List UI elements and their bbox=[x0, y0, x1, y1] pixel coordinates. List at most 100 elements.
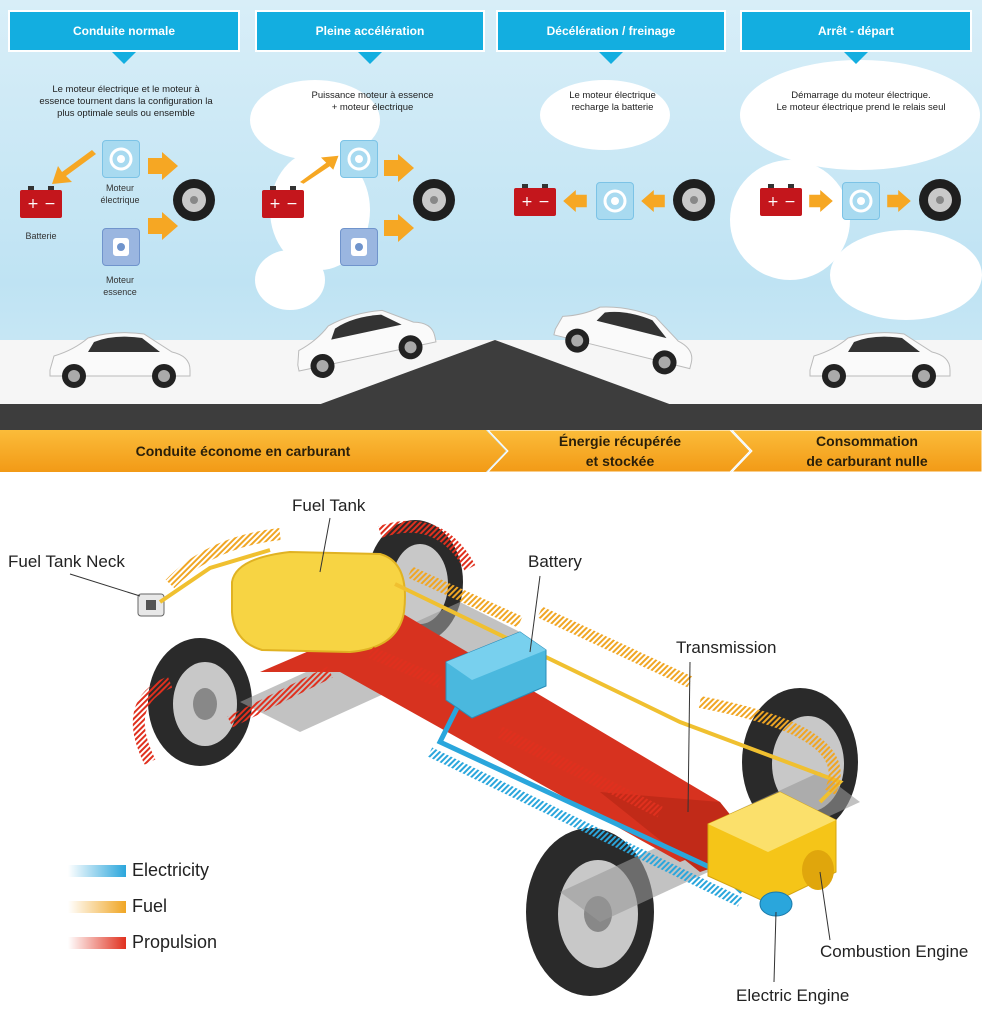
fuel-flow-arrow bbox=[165, 528, 281, 589]
banner-line: de carburant nulle bbox=[806, 453, 928, 469]
callout-fuel-tank-neck: Fuel Tank Neck bbox=[8, 552, 125, 571]
wheel-rear-left bbox=[148, 638, 252, 766]
road-asphalt bbox=[0, 404, 982, 430]
battery-icon: + − bbox=[760, 184, 802, 216]
label-line: électrique bbox=[100, 195, 140, 205]
arrow-icon bbox=[148, 212, 178, 240]
banner-line: Conduite économe en carburant bbox=[135, 443, 351, 459]
car-icon bbox=[553, 306, 693, 375]
fuel-flow-arrow bbox=[537, 606, 693, 688]
callout-combustion-engine: Combustion Engine bbox=[820, 942, 969, 961]
propulsion-flow-arrow bbox=[132, 676, 173, 765]
callout-battery: Battery bbox=[528, 552, 582, 571]
arrow-icon bbox=[384, 214, 414, 242]
fuel-tank bbox=[231, 550, 406, 654]
banner-3: Consommation de carburant nulle bbox=[752, 430, 982, 472]
propulsion-flow-arrow bbox=[497, 726, 663, 818]
electric-motor-icon bbox=[842, 182, 880, 220]
battery-icon: + − bbox=[514, 184, 556, 216]
desc-line: plus optimale seuls ou ensemble bbox=[57, 108, 195, 119]
svg-text:−: − bbox=[784, 194, 796, 210]
leader-line bbox=[773, 911, 777, 983]
svg-text:−: − bbox=[44, 196, 56, 212]
leader-line bbox=[69, 573, 141, 597]
fuel-line bbox=[158, 548, 271, 604]
leader-line bbox=[819, 871, 831, 941]
phase-desc-2: Puissance moteur à essence + moteur élec… bbox=[280, 90, 465, 114]
leader-line bbox=[687, 661, 691, 813]
cloud bbox=[730, 160, 850, 280]
legend-swatch-fuel bbox=[68, 900, 126, 913]
desc-line: Le moteur électrique bbox=[569, 90, 656, 101]
svg-text:−: − bbox=[286, 196, 298, 212]
callout-transmission: Transmission bbox=[676, 638, 777, 657]
legend-swatch-propulsion bbox=[68, 936, 126, 949]
cloud bbox=[540, 80, 670, 150]
arrow-icon bbox=[641, 190, 665, 212]
phase-desc-1: Le moteur électrique et le moteur à esse… bbox=[20, 84, 232, 120]
svg-text:−: − bbox=[538, 194, 550, 210]
phase-header-2: Pleine accélération bbox=[255, 10, 485, 64]
banner-arrows bbox=[0, 430, 982, 472]
arrow-icon bbox=[148, 152, 178, 180]
arrow-icon bbox=[300, 155, 339, 184]
legend-swatch-electricity bbox=[68, 864, 126, 877]
car-icon bbox=[49, 332, 191, 388]
wheel-icon bbox=[673, 179, 715, 221]
callout-fuel-tank: Fuel Tank bbox=[292, 496, 366, 515]
phase-header-4: Arrêt - départ bbox=[740, 10, 972, 64]
battery-icon: + − bbox=[262, 186, 304, 218]
electricity-flow-arrow bbox=[427, 747, 743, 907]
legend-electricity: Electricity bbox=[68, 860, 209, 881]
fuel-tank-neck-cap bbox=[146, 600, 156, 610]
callout-electric-engine: Electric Engine bbox=[736, 986, 850, 1005]
car-icon bbox=[809, 332, 951, 388]
banner-1: Conduite économe en carburant bbox=[0, 430, 486, 472]
svg-text:+: + bbox=[27, 196, 39, 212]
fuel-flow-arrow bbox=[407, 566, 523, 628]
legend-label: Fuel bbox=[132, 896, 168, 916]
banner-line: et stockée bbox=[585, 453, 655, 469]
phase-desc-4: Démarrage du moteur électrique. Le moteu… bbox=[750, 90, 972, 114]
battery-icon: + − bbox=[20, 186, 62, 218]
wheel-icon bbox=[413, 179, 455, 221]
propulsion-flow-arrow bbox=[378, 520, 476, 571]
legend-fuel: Fuel bbox=[68, 896, 167, 917]
legend-label: Electricity bbox=[132, 860, 210, 880]
label-batterie: Batterie bbox=[25, 231, 57, 241]
desc-line: essence tournent dans la configuration l… bbox=[39, 96, 213, 107]
label-moteur-essence: Moteur essence bbox=[92, 274, 148, 298]
electric-motor-icon bbox=[596, 182, 634, 220]
electric-motor-icon bbox=[340, 140, 378, 178]
propulsion-flow-arrow bbox=[227, 666, 333, 728]
label-moteur-electrique: Moteur électrique bbox=[92, 182, 148, 206]
desc-line: Le moteur électrique et le moteur à bbox=[52, 84, 200, 95]
legend-propulsion: Propulsion bbox=[68, 932, 217, 953]
car-icon bbox=[297, 309, 437, 378]
arrow-icon bbox=[384, 154, 414, 182]
arrow-icon bbox=[52, 150, 96, 184]
wheel-icon bbox=[919, 179, 961, 221]
banner-line: Consommation bbox=[816, 433, 918, 449]
electric-motor-icon bbox=[102, 140, 140, 178]
fuel-flow-arrow bbox=[698, 696, 841, 795]
hybrid-drivetrain-diagram: Fuel Tank Fuel Tank Neck Battery Transmi… bbox=[0, 472, 982, 1012]
svg-text:+: + bbox=[269, 196, 281, 212]
arrow-icon bbox=[887, 190, 911, 212]
cloud bbox=[740, 60, 980, 170]
desc-line: + moteur électrique bbox=[331, 102, 414, 113]
engine-pulley bbox=[802, 850, 834, 890]
desc-line: Démarrage du moteur électrique. bbox=[791, 90, 931, 101]
gas-engine-icon bbox=[102, 228, 140, 266]
hybrid-modes-infographic: Conduite normale Pleine accélération Déc… bbox=[0, 0, 982, 472]
propulsion-flow-arrow bbox=[367, 646, 443, 688]
engine-top bbox=[708, 792, 836, 852]
phase-header-1: Conduite normale bbox=[8, 10, 240, 64]
wheel-icon bbox=[173, 179, 215, 221]
cloud bbox=[830, 230, 982, 320]
banner-2: Énergie récupérée et stockée bbox=[508, 430, 732, 472]
desc-line: recharge la batterie bbox=[571, 102, 654, 113]
drivetrain-illustration bbox=[69, 517, 860, 996]
legend-label: Propulsion bbox=[132, 932, 218, 952]
battery-top bbox=[446, 632, 546, 680]
